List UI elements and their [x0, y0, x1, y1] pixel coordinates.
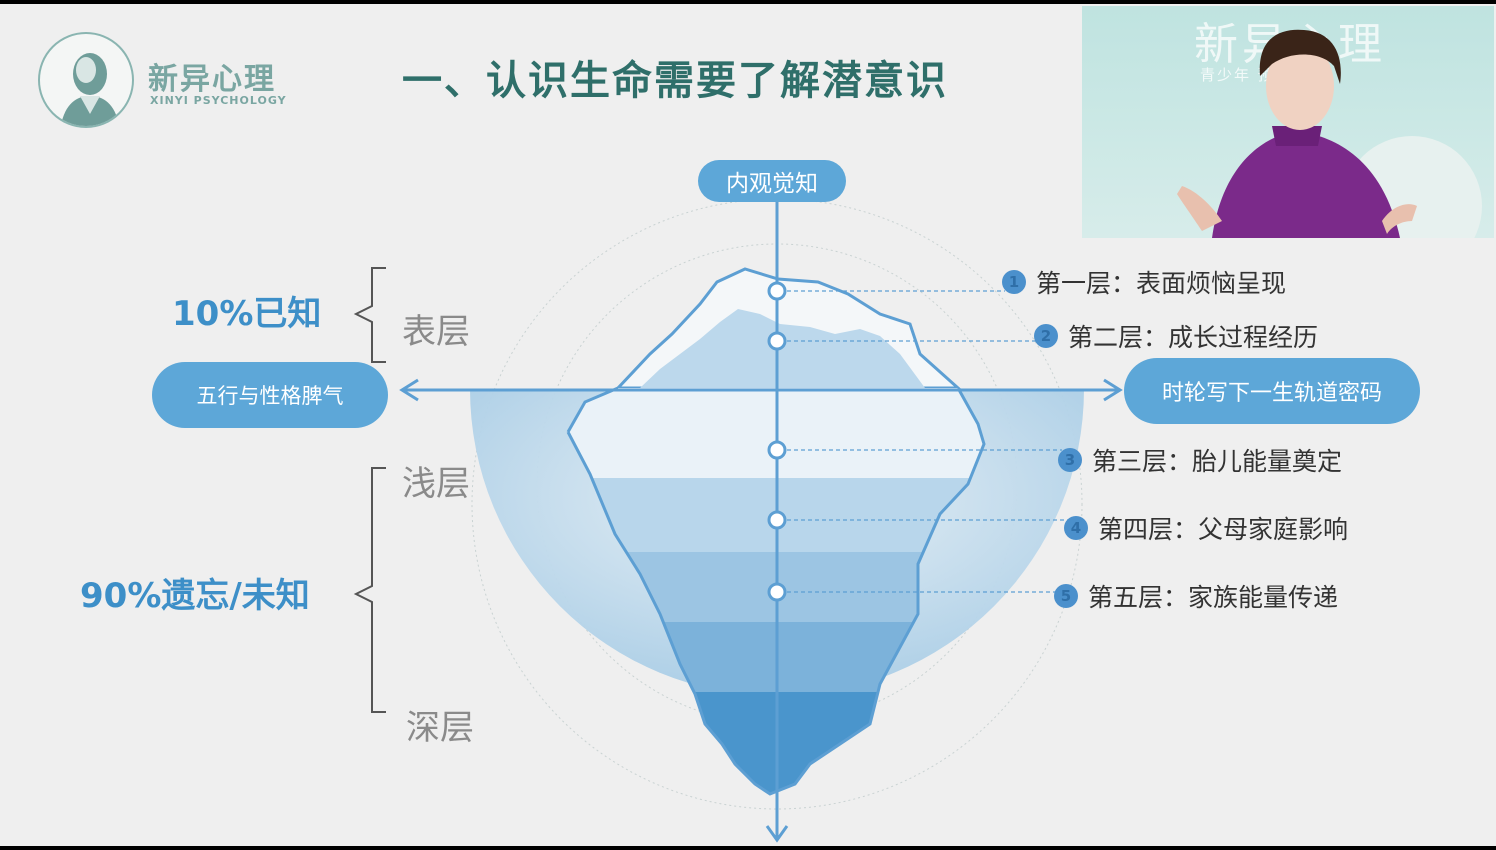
iceberg-outline: [566, 386, 986, 796]
presenter-video: 新异心理 青少年 预中心: [1082, 6, 1494, 238]
unknown-bracket: [353, 467, 386, 713]
known-percentage: 10%已知: [172, 294, 322, 334]
level-number-badge: 4: [1064, 516, 1088, 540]
level-number-badge: 3: [1058, 448, 1082, 472]
presenter-figure-icon: [1177, 29, 1482, 238]
level-item-4: 4 第四层：父母家庭影响: [1064, 510, 1348, 546]
level-label: 第四层：父母家庭影响: [1098, 515, 1349, 544]
life-code-pill: 时轮写下一生轨道密码: [1124, 358, 1420, 424]
slide-title: 一、认识生命需要了解潜意识: [402, 58, 948, 104]
known-bracket: [353, 267, 386, 363]
level-item-5: 5 第五层：家族能量传递: [1054, 578, 1338, 614]
level-number-badge: 1: [1002, 270, 1026, 294]
level-number-badge: 5: [1054, 584, 1078, 608]
level-item-1: 1 第一层：表面烦恼呈现: [1002, 264, 1286, 300]
axis-nodes: [767, 281, 787, 602]
deep-layer-label: 深层: [406, 708, 474, 748]
left-arrow-icon: [399, 378, 419, 402]
level-label: 第二层：成长过程经历: [1068, 323, 1319, 352]
level-item-2: 2 第二层：成长过程经历: [1034, 318, 1318, 354]
level-number-badge: 2: [1034, 324, 1058, 348]
unknown-percentage: 90%遗忘/未知: [80, 576, 310, 616]
brand-name: 新异心理: [148, 62, 276, 97]
inner-awareness-pill: 内观觉知: [698, 160, 846, 202]
right-arrow-icon: [1103, 378, 1123, 402]
shallow-layer-label: 浅层: [402, 464, 470, 504]
level-label: 第三层：胎儿能量奠定: [1092, 447, 1343, 476]
founder-portrait-icon: [38, 32, 134, 128]
brand-name-en: XINYI PSYCHOLOGY: [150, 94, 287, 107]
level-item-3: 3 第三层：胎儿能量奠定: [1058, 442, 1342, 478]
down-arrow-icon: [765, 825, 789, 843]
surface-layer-label: 表层: [402, 312, 470, 352]
iceberg-diagram: [353, 198, 1123, 843]
brand-logo: 新异心理 XINYI PSYCHOLOGY: [38, 32, 298, 132]
level-label: 第五层：家族能量传递: [1088, 583, 1339, 612]
level-label: 第一层：表面烦恼呈现: [1036, 269, 1287, 298]
presentation-slide: 新异心理 XINYI PSYCHOLOGY 一、认识生命需要了解潜意识: [0, 4, 1496, 846]
five-elements-pill: 五行与性格脾气: [152, 362, 388, 428]
leader-lines: [787, 290, 1068, 593]
